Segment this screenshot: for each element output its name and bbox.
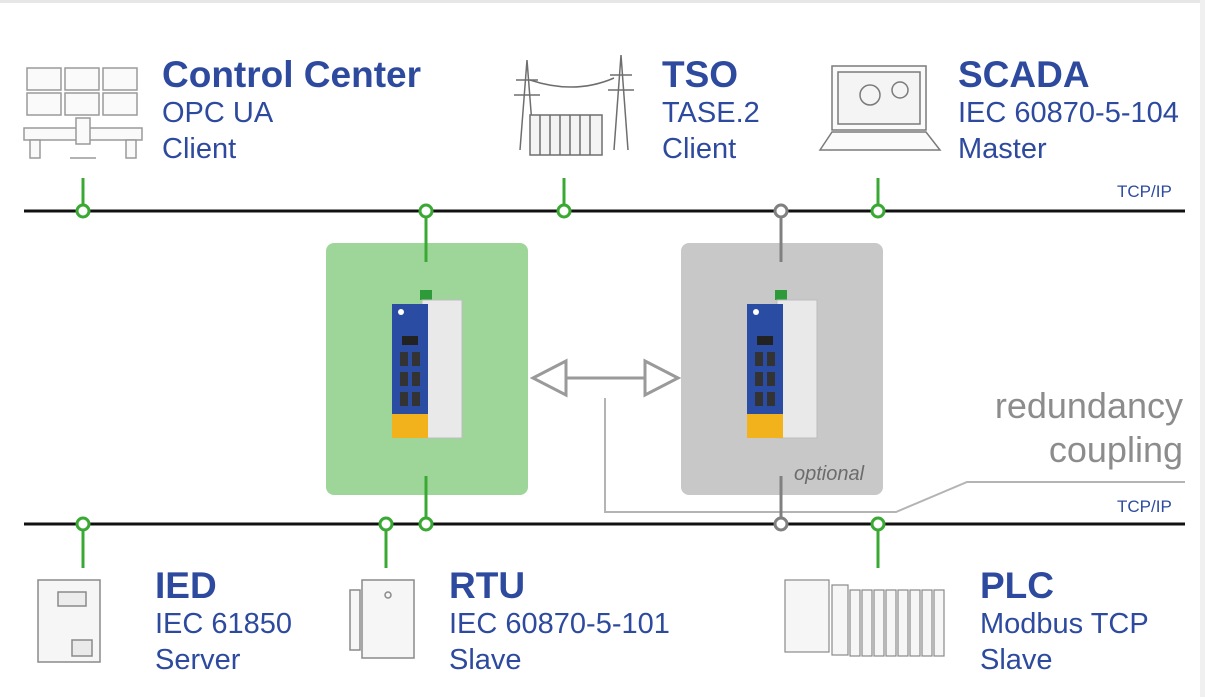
scada-title: SCADA	[958, 54, 1090, 95]
control-center-protocol: OPC UA	[162, 97, 274, 129]
ied-title: IED	[155, 565, 217, 606]
rtu-title: RTU	[449, 565, 526, 606]
port-control-center	[75, 203, 91, 219]
optional-label: optional	[794, 463, 865, 485]
redundancy-line2: coupling	[1048, 429, 1183, 470]
tcp-ip-label-top: TCP/IP	[1117, 182, 1172, 201]
scada-laptop-icon	[818, 65, 942, 151]
redundancy-line1: redundancy	[994, 385, 1183, 426]
control-center-title: Control Center	[162, 54, 421, 95]
tso-label: TSO TASE.2 Client	[662, 55, 760, 167]
rtu-icon	[349, 579, 415, 659]
scada-protocol: IEC 60870-5-104	[958, 97, 1179, 129]
scada-role: Master	[958, 133, 1047, 165]
port-optional-bottom	[773, 516, 789, 532]
tso-protocol: TASE.2	[662, 97, 760, 129]
control-center-label: Control Center OPC UA Client	[162, 55, 421, 167]
plc-label: PLC Modbus TCP Slave	[980, 566, 1149, 678]
port-rtu	[378, 516, 394, 532]
tso-role: Client	[662, 133, 737, 165]
tso-title: TSO	[662, 54, 739, 95]
plc-icon	[784, 579, 945, 657]
ied-role: Server	[155, 644, 241, 676]
port-tso	[556, 203, 572, 219]
port-ied	[75, 516, 91, 532]
ied-relay-icon	[37, 579, 101, 663]
control-center-role: Client	[162, 133, 237, 165]
redundancy-coupling-line	[604, 398, 1185, 513]
gateway-device-icon	[392, 290, 463, 439]
port-plc	[870, 516, 886, 532]
rtu-label: RTU IEC 60870-5-101 Slave	[449, 566, 670, 678]
port-scada	[870, 203, 886, 219]
transmission-substation-icon	[514, 54, 634, 156]
plc-title: PLC	[980, 565, 1054, 606]
port-primary-bottom	[418, 516, 434, 532]
ied-label: IED IEC 61850 Server	[155, 566, 292, 678]
redundancy-arrow-icon	[529, 358, 682, 398]
control-center-icon	[23, 67, 143, 159]
redundancy-coupling-label: redundancy coupling	[995, 384, 1183, 472]
plc-role: Slave	[980, 644, 1053, 676]
ied-protocol: IEC 61850	[155, 608, 293, 640]
right-border	[1200, 0, 1205, 697]
optional-gateway-device-icon	[747, 290, 818, 439]
port-optional-top	[773, 203, 789, 219]
scada-label: SCADA IEC 60870-5-104 Master	[958, 55, 1179, 167]
plc-protocol: Modbus TCP	[980, 608, 1149, 640]
tcp-ip-label-bottom: TCP/IP	[1117, 497, 1172, 516]
top-border	[0, 0, 1205, 3]
rtu-protocol: IEC 60870-5-101	[449, 608, 670, 640]
port-primary-top	[418, 203, 434, 219]
rtu-role: Slave	[449, 644, 522, 676]
